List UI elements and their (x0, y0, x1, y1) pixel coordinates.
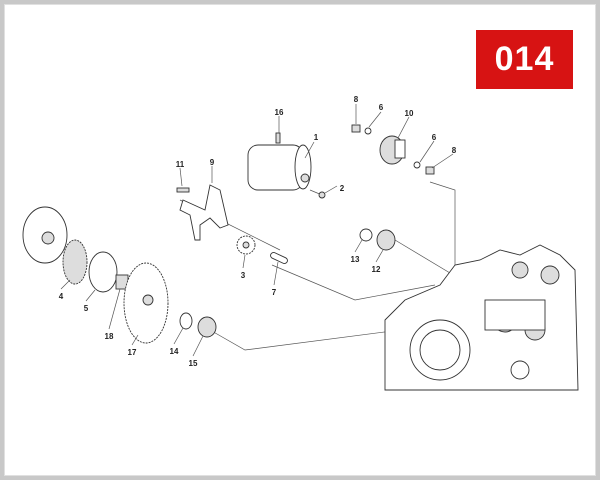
crankcase (384, 244, 579, 391)
callout-labels: 16 1 2 8 6 10 6 8 11 9 3 7 13 12 4 5 18 … (59, 95, 457, 368)
callout-7: 7 (272, 288, 277, 297)
starter-idler (351, 124, 435, 175)
callout-10: 10 (405, 109, 414, 118)
callout-8b: 8 (452, 146, 457, 155)
callout-16: 16 (275, 108, 284, 117)
gear-3-hub (242, 241, 250, 249)
callout-8: 8 (354, 95, 359, 104)
callout-12: 12 (372, 265, 381, 274)
callout-6: 6 (379, 103, 384, 112)
bearing-12 (376, 229, 396, 251)
circlip-13 (359, 228, 373, 242)
bracket (176, 184, 229, 241)
callout-1: 1 (314, 133, 319, 142)
callout-11: 11 (176, 160, 185, 169)
callout-14: 14 (170, 347, 179, 356)
flywheel-assembly (22, 206, 217, 344)
callout-leaders (60, 104, 454, 357)
callout-6b: 6 (432, 133, 437, 142)
callout-3: 3 (241, 271, 246, 280)
callout-2: 2 (340, 184, 345, 193)
callout-17: 17 (128, 348, 137, 357)
diagram-number-badge: 014 (476, 30, 573, 89)
starter-motor (247, 132, 326, 199)
callout-5: 5 (84, 304, 89, 313)
callout-15: 15 (189, 359, 198, 368)
callout-9: 9 (210, 158, 215, 167)
pin-7 (270, 252, 288, 264)
callout-18: 18 (105, 332, 114, 341)
callout-4: 4 (59, 292, 64, 301)
callout-13: 13 (351, 255, 360, 264)
